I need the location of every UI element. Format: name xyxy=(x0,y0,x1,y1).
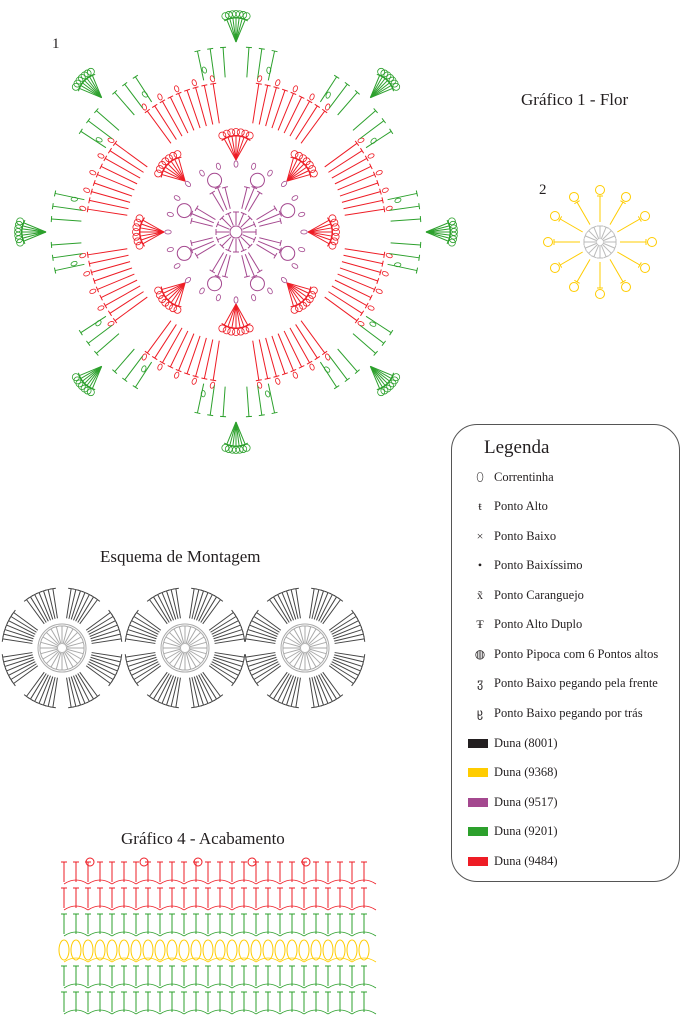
legend-label: Ponto Baixíssimo xyxy=(494,558,583,572)
popcorn-stitch-icon: ◍ xyxy=(474,646,486,661)
color-swatch xyxy=(468,827,488,836)
border-row xyxy=(61,887,377,911)
color-swatch xyxy=(468,856,488,866)
assembly-motif xyxy=(1,587,123,709)
legend-item: ◍ Ponto Pipoca com 6 Pontos altos xyxy=(466,644,659,664)
color-swatch xyxy=(468,768,488,777)
crab-stitch-icon: x̃ xyxy=(477,587,483,602)
legend-item: × Ponto Baixo xyxy=(466,526,557,546)
legend-color-item: Duna (8001) xyxy=(466,733,558,753)
chart2-motif xyxy=(543,185,657,299)
single-crochet-x-icon: × xyxy=(476,528,484,543)
border-row xyxy=(58,939,377,963)
legend-item: Ŧ Ponto Alto Duplo xyxy=(466,615,582,635)
legend-title: Legenda xyxy=(484,437,550,458)
color-swatch xyxy=(468,738,488,748)
legend-label: Ponto Alto Duplo xyxy=(494,617,583,631)
legend-label: Ponto Alto xyxy=(494,499,548,513)
slip-stitch-dot-icon: • xyxy=(477,558,483,572)
chain-oval-icon: ⬯ xyxy=(476,469,484,484)
legend-item: x̃ Ponto Caranguejo xyxy=(466,585,584,605)
assembly-motif xyxy=(124,587,246,709)
legend-item: ŧ Ponto Alto xyxy=(466,497,548,517)
legend-item: • Ponto Baixíssimo xyxy=(466,556,583,576)
assembly-motif xyxy=(244,587,366,709)
legend-label: Ponto Baixo pegando pela frente xyxy=(494,676,658,690)
border-row xyxy=(61,861,377,885)
legend-label: Ponto Baixo pegando por trás xyxy=(494,705,643,720)
legend-color-label: Duna (9368) xyxy=(494,765,558,779)
legend-item: ჳ Ponto Baixo pegando pela frente xyxy=(466,674,658,694)
chart4-title: Gráfico 4 - Acabamento xyxy=(121,829,285,848)
legend-color-label: Duna (9484) xyxy=(494,853,558,868)
legend-item: ჸ Ponto Baixo pegando por trás xyxy=(466,703,643,723)
chart1-title: Gráfico 1 - Flor xyxy=(521,90,629,109)
color-swatch xyxy=(468,797,488,807)
back-post-sc-icon: ჸ xyxy=(476,705,484,720)
legend-color-item: Duna (9201) xyxy=(466,822,558,842)
chart2-number: 2 xyxy=(539,182,547,198)
border-row xyxy=(61,965,377,989)
legend-label: Correntinha xyxy=(494,469,554,484)
legend-color-item: Duna (9368) xyxy=(466,763,558,783)
legend-color-label: Duna (9201) xyxy=(494,824,558,838)
legend-label: Ponto Pipoca com 6 Pontos altos xyxy=(494,646,659,661)
legend-color-item: Duna (9484) xyxy=(466,851,558,871)
flower-chart xyxy=(14,10,458,454)
border-row xyxy=(61,991,377,1015)
legend-color-label: Duna (9517) xyxy=(494,794,558,809)
legend-item: ⬯ Correntinha xyxy=(466,467,554,487)
chart1-number: 1 xyxy=(52,36,60,52)
assembly-title: Esquema de Montagem xyxy=(100,547,261,566)
legend-color-label: Duna (8001) xyxy=(494,735,558,750)
treble-crochet-icon: Ŧ xyxy=(476,617,484,631)
border-row xyxy=(61,913,377,937)
front-post-sc-icon: ჳ xyxy=(476,676,484,690)
legend-label: Ponto Baixo xyxy=(494,528,557,543)
legend-color-item: Duna (9517) xyxy=(466,792,558,812)
legend-label: Ponto Caranguejo xyxy=(494,587,584,602)
legend-box: Legenda ⬯ Correntinha ŧ Ponto Alto × Ponto Ba… xyxy=(451,424,680,882)
double-crochet-icon: ŧ xyxy=(478,499,482,513)
